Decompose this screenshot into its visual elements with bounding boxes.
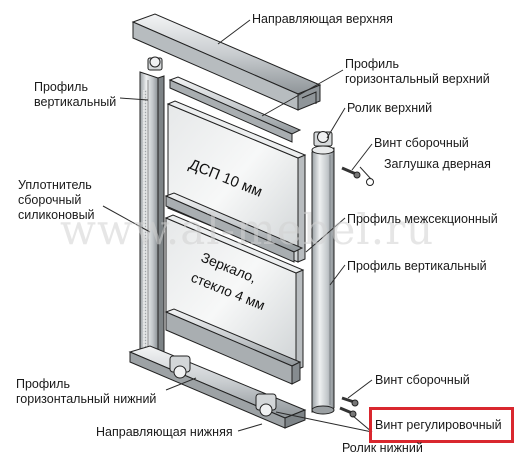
watermark: www.al-mebel.ru — [60, 205, 435, 254]
label-guide-top: Направляющая верхняя — [252, 12, 393, 26]
label-profile-vertical-left-1: Профиль — [34, 80, 88, 94]
left-vertical-profile — [139, 71, 165, 363]
adjusting-screw — [339, 406, 357, 418]
assembly-screw-top — [341, 166, 361, 179]
mirror-panel — [164, 214, 305, 371]
bottom-horizontal-profile — [164, 308, 302, 385]
label-seal-3: силиконовый — [18, 208, 95, 222]
label-roller-bottom: Ролик нижний — [342, 441, 423, 455]
label-profile-horizontal-bottom-1: Профиль — [16, 377, 70, 391]
bottom-roller-right — [255, 393, 277, 417]
label-profile-intersection: Профиль межсекционный — [347, 212, 498, 226]
door-plug — [366, 178, 374, 186]
label-screw-assembly-top: Винт сборочный — [374, 136, 469, 150]
leader-lines — [102, 19, 373, 433]
right-vertical-profile — [311, 145, 335, 415]
assembly-screw-bottom — [341, 396, 359, 407]
label-screw-assembly-bottom: Винт сборочный — [375, 373, 470, 387]
top-roller-left — [147, 56, 163, 71]
top-horizontal-profile — [168, 76, 302, 143]
label-door-plug: Заглушка дверная — [384, 157, 491, 171]
highlight-box — [369, 407, 514, 443]
label-screw-adjusting: Винт регулировочный — [375, 418, 502, 432]
label-roller-top: Ролик верхний — [347, 101, 433, 115]
label-profile-horizontal-top-1: Профиль — [345, 57, 399, 71]
label-guide-bottom: Направляющая нижняя — [96, 425, 233, 439]
label-profile-vertical-right: Профиль вертикальный — [347, 259, 487, 273]
intersection-profile — [164, 192, 304, 263]
label-profile-horizontal-top-2: горизонтальный верхний — [345, 72, 490, 86]
label-profile-horizontal-bottom-2: горизонтальный нижний — [16, 392, 157, 406]
bottom-roller-left — [169, 355, 191, 379]
top-guide-rail — [131, 13, 322, 111]
label-seal-1: Уплотнитель — [18, 178, 92, 192]
chipboard-panel — [166, 100, 307, 263]
top-roller-right — [313, 131, 333, 147]
label-seal-2: сборочный — [18, 193, 82, 207]
label-profile-vertical-left-2: вертикальный — [34, 95, 117, 109]
